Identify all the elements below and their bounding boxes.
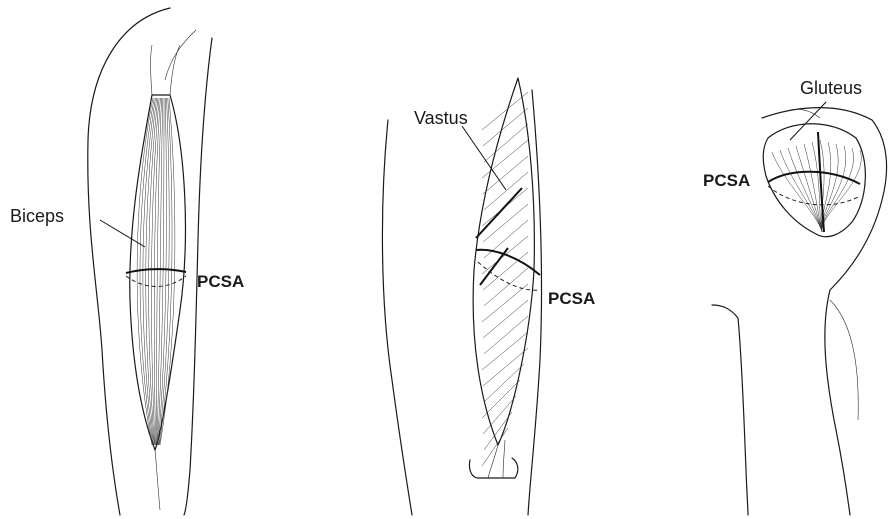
gluteus-pcsa-label: PCSA (703, 171, 750, 190)
gluteus-pcsa-section (768, 172, 860, 184)
biceps-pcsa-label: PCSA (197, 272, 244, 291)
biceps-muscle (130, 45, 186, 510)
biceps-pcsa-hidden-edge (126, 276, 186, 287)
muscle-fiber (159, 98, 172, 445)
muscle-fiber (482, 140, 528, 178)
muscle-fiber (484, 316, 528, 354)
muscle-fiber (484, 268, 528, 306)
muscle-fiber (484, 124, 528, 162)
muscle-fiber (484, 220, 528, 258)
hip-outline (712, 108, 887, 515)
muscle-fiber (158, 98, 166, 445)
gluteus-label: Gluteus (800, 78, 862, 98)
gluteus-panel: Gluteus PCSA (703, 78, 887, 515)
muscle-fiber (158, 98, 165, 445)
muscle-fiber (482, 284, 528, 322)
muscle-fiber (483, 108, 528, 146)
muscle-fiber (822, 150, 862, 232)
muscle-fiber (822, 146, 846, 232)
thigh-outline (382, 90, 541, 515)
vastus-panel: Vastus PCSA (382, 78, 595, 515)
vastus-muscle (473, 78, 534, 478)
biceps-label: Biceps (10, 206, 64, 226)
biceps-panel: Biceps PCSA (10, 8, 244, 515)
muscle-fiber (483, 300, 528, 338)
muscle-fiber (482, 92, 528, 130)
arm-outline (88, 8, 212, 515)
vastus-section-stripe-upper (476, 188, 522, 238)
biceps-pcsa-section (126, 269, 186, 273)
vastus-label: Vastus (414, 108, 468, 128)
muscle-fiber (482, 428, 508, 466)
muscle-fiber (796, 146, 822, 232)
vastus-pcsa-label: PCSA (548, 289, 595, 308)
muscle-fiber (160, 98, 175, 445)
muscle-fiber (156, 98, 161, 445)
